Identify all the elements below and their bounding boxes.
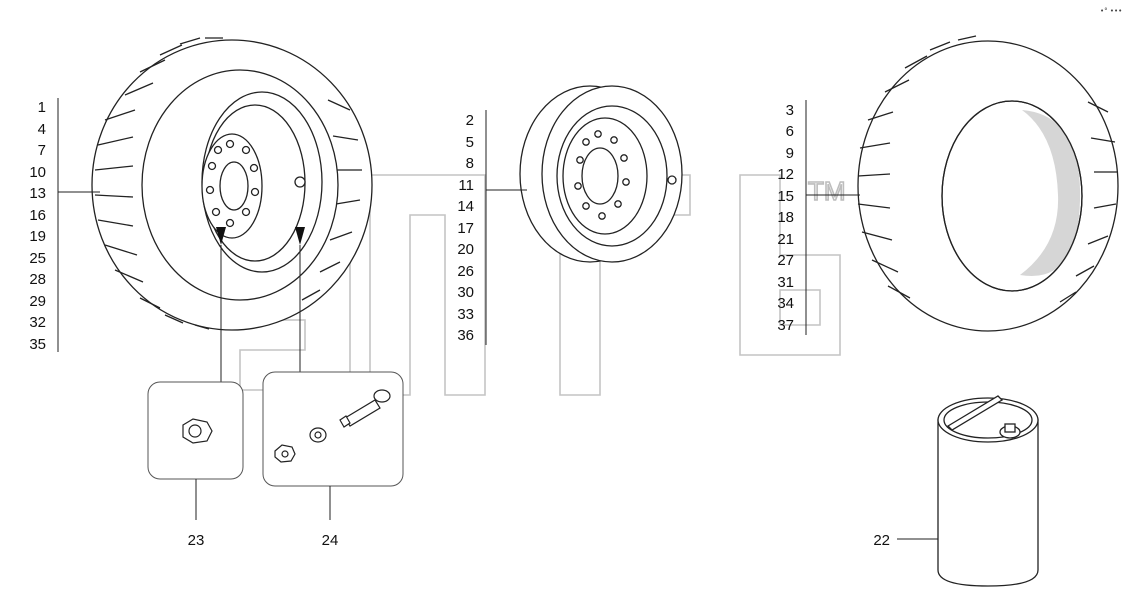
callout-label: 34 [777, 295, 794, 312]
rim-middle [519, 85, 683, 263]
callout-label: 13 [29, 185, 46, 202]
valve-detail-box [262, 371, 404, 520]
callout-label: 11 [458, 177, 474, 194]
nut-detail-box [147, 381, 244, 520]
callout-label: 31 [777, 274, 794, 291]
callout-label: 27 [777, 252, 794, 269]
callout-label: 20 [457, 241, 474, 258]
tread-lugs-right [857, 35, 1118, 303]
callout-label: 36 [457, 327, 474, 344]
callout-label: 21 [777, 231, 794, 248]
wheel-assembly-left [91, 37, 373, 331]
callout-label: 18 [777, 209, 794, 226]
callout-nut: 23 [188, 532, 205, 549]
tread-lugs-left [94, 37, 362, 330]
callout-label: 10 [29, 164, 46, 181]
washer-icon [309, 427, 327, 443]
can-part [937, 395, 1039, 587]
callout-column-right: 3 6 9 12 15 18 21 27 31 34 37 [777, 100, 860, 335]
watermark-logo: TM [239, 174, 846, 396]
small-nut-icon [274, 444, 296, 463]
callout-label: 9 [786, 145, 794, 162]
callout-label: 14 [457, 198, 474, 215]
corner-mark: •° ••• [1100, 7, 1122, 15]
callout-label: 6 [786, 123, 794, 140]
stud-holes-left [205, 139, 260, 228]
callout-label: 32 [29, 314, 46, 331]
callout-label: 19 [29, 228, 46, 245]
callout-label: 7 [38, 142, 46, 159]
callout-label: 4 [38, 121, 46, 138]
callout-label: 3 [786, 102, 794, 119]
valve-stem-icon [339, 389, 391, 428]
callout-label: 5 [466, 134, 474, 151]
nut-icon [182, 418, 213, 444]
callout-label: 8 [466, 155, 474, 172]
callout-can: 22 [873, 532, 890, 549]
tire-right [857, 35, 1119, 332]
callout-label: 33 [457, 306, 474, 323]
trademark-mark: TM [808, 176, 846, 206]
callout-label: 1 [38, 99, 46, 116]
callout-label: 16 [29, 207, 46, 224]
callout-label: 29 [29, 293, 46, 310]
callout-label: 2 [466, 112, 474, 129]
callout-label: 26 [457, 263, 474, 280]
callout-column-left: 1 4 7 10 13 16 19 25 28 29 32 35 [29, 98, 100, 353]
callout-valve: 24 [322, 532, 339, 549]
callout-label: 17 [457, 220, 474, 237]
callout-label: 12 [777, 166, 794, 183]
callout-column-middle: 2 5 8 11 14 17 20 26 30 33 36 [457, 110, 527, 345]
callout-label: 37 [777, 317, 794, 334]
callout-label: 28 [29, 271, 46, 288]
leader-lines-left [220, 245, 301, 382]
callout-label: 35 [29, 336, 46, 353]
callout-label: 25 [29, 250, 46, 267]
callout-label: 15 [777, 188, 794, 205]
callout-label: 30 [457, 284, 474, 301]
stud-holes-middle [574, 130, 630, 220]
